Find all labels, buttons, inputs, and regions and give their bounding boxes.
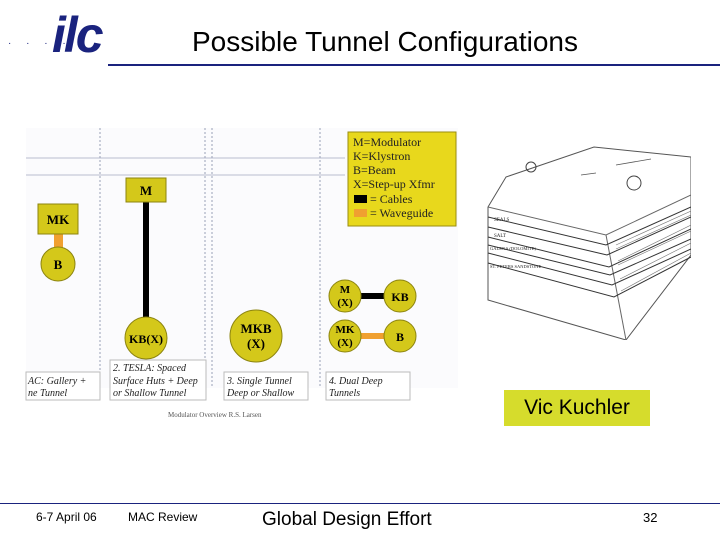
node-m — [125, 177, 167, 203]
legend-waveguide: = Waveguide — [370, 206, 433, 220]
node-kbx — [124, 316, 168, 360]
legend-cables: = Cables — [370, 192, 413, 206]
surface-marker-icon — [525, 161, 537, 173]
cable-link — [143, 202, 149, 328]
block-outline — [487, 146, 691, 340]
legend: M=Modulator K=Klystron B=Beam X=Step-up … — [347, 131, 457, 227]
footer-date: 6-7 April 06 — [36, 510, 97, 524]
caption-2-line-2: Surface Huts + Deep — [113, 376, 198, 387]
node-mkx-label-1: MK — [336, 324, 355, 336]
node-mk — [37, 203, 79, 235]
node-mkbx-label-2: (X) — [247, 336, 265, 351]
caption-1-line-2: ne Tunnel — [28, 388, 67, 399]
config-2: M KB(X) — [124, 177, 168, 360]
caption-4-line-1: 4. Dual Deep — [329, 376, 383, 387]
tunnel-config-diagram: M=Modulator K=Klystron B=Beam X=Step-up … — [25, 128, 458, 419]
block-edge-front — [605, 234, 627, 340]
logo-dots: · · · · · — [8, 38, 90, 49]
node-mkx — [328, 319, 362, 353]
waveguide-link — [54, 234, 63, 254]
cable-link — [358, 293, 388, 299]
ilc-logo: ilc — [52, 7, 104, 63]
footer-rule — [0, 503, 720, 504]
node-kb-label: KB — [391, 290, 408, 304]
config-3: MKB (X) — [229, 309, 283, 363]
node-b — [383, 319, 417, 353]
config-4: M (X) KB MK (X) B — [328, 279, 417, 353]
geo-label-4: ST. PETERS SANDSTONE — [490, 264, 541, 269]
footer-review: MAC Review — [128, 510, 198, 524]
geology-block-diagram: SEALS SALT GALENA (DOLOMITE) ST. PETERS … — [487, 146, 691, 340]
node-b-label: B — [54, 257, 63, 272]
caption-3-line-2: Deep or Shallow — [226, 388, 295, 399]
legend-line-4: X=Step-up Xfmr — [353, 177, 435, 191]
legend-waveguide-swatch — [354, 209, 367, 217]
caption-1-line-1: AC: Gallery + — [27, 376, 86, 387]
config-1: MK B — [37, 203, 79, 282]
node-mkx-label-2: (X) — [337, 337, 353, 349]
footer-global-design-effort: Global Design Effort — [262, 509, 432, 530]
node-mk-label: MK — [47, 212, 70, 227]
page-number: 32 — [643, 510, 658, 525]
node-mx — [328, 279, 362, 313]
caption-2-line-1: 2. TESLA: Spaced — [113, 363, 187, 374]
caption-4-line-2: Tunnels — [329, 388, 360, 399]
diagram-credit: Modulator Overview R.S. Larsen — [168, 411, 262, 419]
page-title: Possible Tunnel Configurations — [191, 26, 578, 57]
legend-line-1: M=Modulator — [353, 135, 421, 149]
node-mx-label-1: M — [340, 284, 351, 296]
node-kb — [383, 279, 417, 313]
title-rule — [108, 64, 720, 66]
caption-2-line-3: or Shallow Tunnel — [113, 388, 187, 399]
node-mkbx-label-1: MKB — [240, 321, 271, 336]
waveguide-link — [358, 333, 388, 339]
credit-label: Vic Kuchler — [504, 390, 650, 426]
legend-line-3: B=Beam — [353, 163, 396, 177]
surface-marker-icon — [626, 175, 642, 191]
node-mkbx — [229, 309, 283, 363]
geo-label-2: SALT — [494, 234, 506, 239]
geo-label-3: GALENA (DOLOMITE) — [490, 246, 536, 251]
node-b-label: B — [396, 330, 404, 344]
node-m-label: M — [140, 183, 152, 198]
geo-label-1: SEALS — [494, 218, 510, 223]
caption-3-line-1: 3. Single Tunnel — [226, 376, 292, 387]
legend-line-2: K=Klystron — [353, 149, 410, 163]
node-b — [40, 246, 76, 282]
node-kbx-label: KB(X) — [129, 332, 163, 346]
node-mx-label-2: (X) — [337, 297, 353, 309]
legend-cable-swatch — [354, 195, 367, 203]
